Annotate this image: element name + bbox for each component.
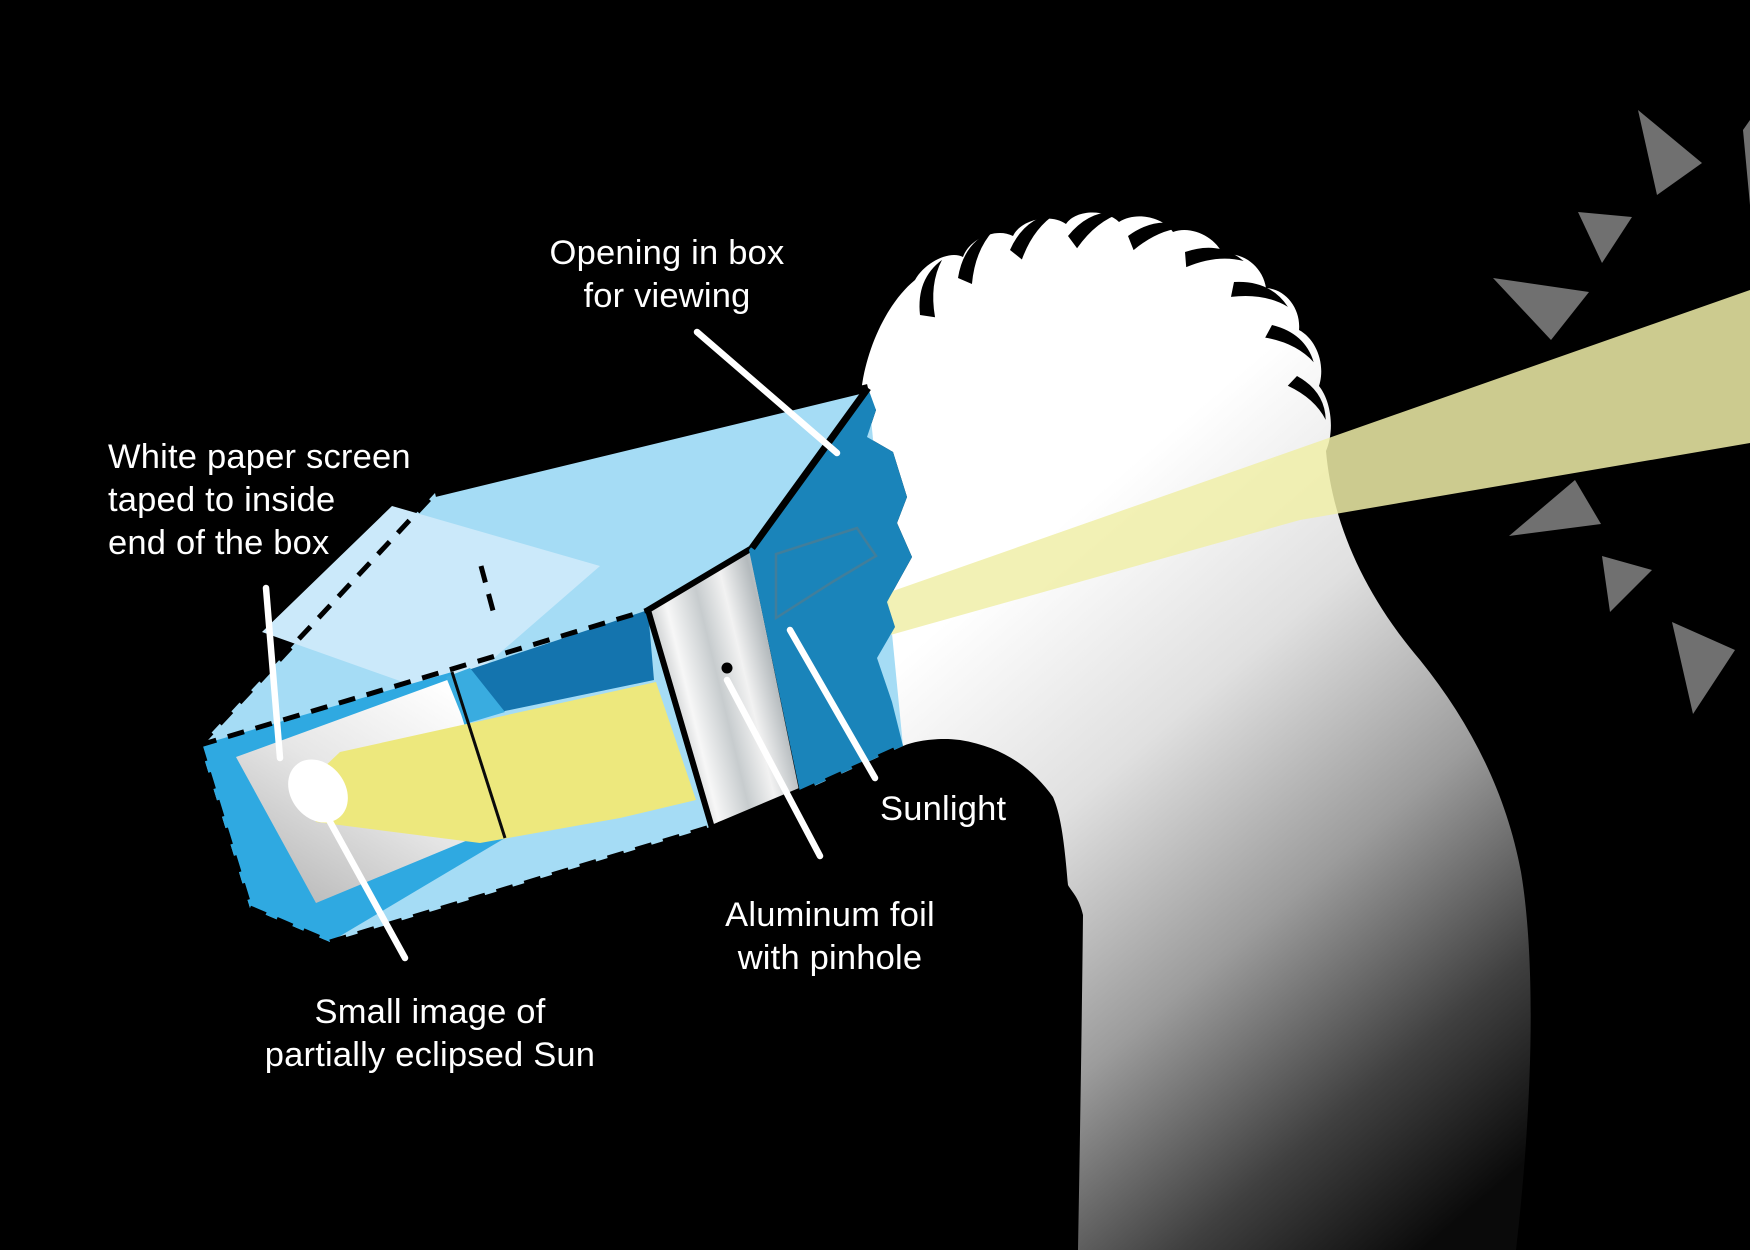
box-end-right-edge <box>450 671 507 839</box>
sun-ray-triangle <box>1493 278 1589 340</box>
label-sunlight: Sunlight <box>880 790 1007 828</box>
sun-ray-triangle <box>1672 622 1735 714</box>
sun-rays <box>1493 110 1750 714</box>
sun-ray-triangle <box>1509 480 1601 536</box>
leader-lines <box>262 328 879 962</box>
sun-image-ellipse <box>288 759 348 823</box>
box-top-face-highlight <box>262 506 600 698</box>
label-small-image: Small image of partially eclipsed Sun <box>264 993 596 1075</box>
hair-notch <box>958 230 994 285</box>
label-opening: Opening in box for viewing <box>549 234 785 316</box>
hair-notch <box>1230 281 1288 307</box>
dashed-bottom-edge <box>249 743 905 945</box>
box-far-top-edge <box>434 384 869 497</box>
hair-notch <box>1185 247 1244 268</box>
sun-ray-triangle <box>1638 110 1702 195</box>
hair-notch <box>919 259 943 318</box>
dashed-short-fold <box>478 565 498 619</box>
box-opening-edge <box>749 385 871 551</box>
hair-curl-notches <box>919 211 1326 420</box>
leader-small-image <box>314 796 409 962</box>
leader-opening <box>693 328 841 457</box>
label-aluminum-foil: Aluminum foil with pinhole <box>725 896 935 978</box>
hair-notch <box>1265 325 1314 363</box>
leader-sunlight <box>786 626 879 782</box>
viewing-opening <box>749 388 912 792</box>
label-white-paper-screen: White paper screen taped to inside end o… <box>108 438 411 563</box>
sun-ray-triangle <box>1602 556 1652 612</box>
box-interior-far-wall <box>468 610 654 712</box>
box-interior-wedge <box>446 668 505 724</box>
flap-outline <box>774 526 878 621</box>
sunlight-beam <box>725 290 1750 678</box>
hair-notch <box>1287 376 1326 420</box>
sun-ray-triangle <box>1578 212 1632 263</box>
hair-notch <box>1128 222 1187 251</box>
leader-aluminum-foil <box>723 676 824 860</box>
sun-ray-triangle <box>1743 120 1750 205</box>
leader-white-paper <box>262 584 284 762</box>
person-silhouette <box>862 212 1531 1250</box>
dashed-fold-lines <box>197 491 905 945</box>
hair-notch <box>1010 213 1057 260</box>
pinhole <box>721 662 733 674</box>
inner-beam <box>302 682 696 843</box>
hair-notch <box>1068 211 1123 249</box>
dashed-fold-line <box>199 607 649 748</box>
